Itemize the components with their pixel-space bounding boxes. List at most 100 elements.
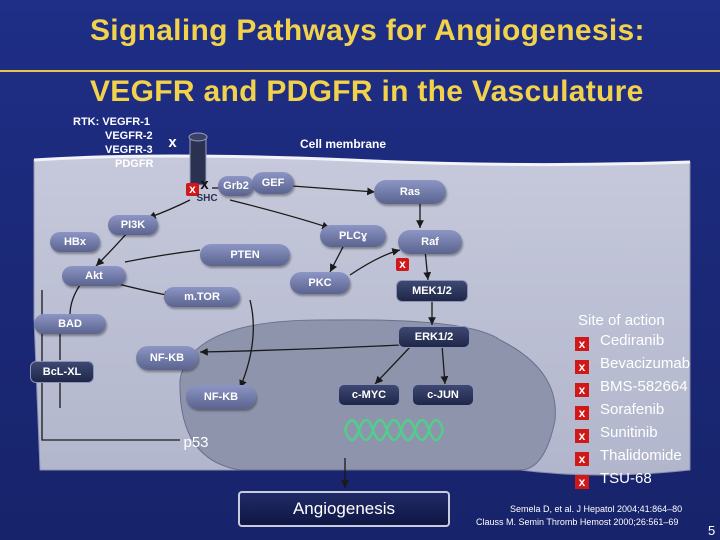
angiogenesis-label: Angiogenesis: [292, 499, 396, 518]
legend-item: x Sorafenib: [572, 401, 718, 424]
node-raf-label: Raf: [421, 236, 439, 248]
title-rule: [0, 70, 720, 72]
legend-item: x TSU-68: [572, 470, 718, 493]
node-bclxl: BcL-XL: [30, 361, 94, 383]
node-erk: ERK1/2: [398, 326, 470, 348]
angiogenesis-box: Angiogenesis: [238, 491, 450, 527]
legend-item: x BMS-582664: [572, 378, 718, 401]
legend-item: x Sunitinib: [572, 424, 718, 447]
drug-marker-icon: x: [575, 360, 589, 374]
node-cjun-label: c-JUN: [427, 389, 459, 401]
drug-marker-icon: x: [575, 383, 589, 397]
node-nfkb-cytoplasm-label: NF-ΚB: [149, 352, 185, 364]
node-gef: GEF: [252, 172, 294, 194]
node-plcg-label: PLCɣ: [338, 230, 368, 242]
receptor-label-vegfr3: VEGFR-3: [105, 144, 153, 156]
node-cmyc: c-MYC: [338, 384, 400, 406]
node-mek-label: MEK1/2: [412, 285, 452, 297]
receptor-label-rtk: RTK: VEGFR-1: [73, 116, 150, 128]
node-cmyc-label: c-MYC: [351, 389, 387, 401]
node-shc-label: SHC: [196, 192, 218, 204]
legend-drug-name: Thalidomide: [600, 447, 682, 464]
node-bclxl-label: BcL-XL: [42, 366, 82, 378]
arrow-plcg-to-pkc: [329, 242, 346, 273]
node-akt-label: Akt: [85, 270, 103, 282]
legend-item: x Thalidomide: [572, 447, 718, 470]
arrow-gef-to-ras: [291, 185, 376, 196]
slide-title-line-2: VEGFR and PDGFR in the Vasculature: [90, 75, 644, 108]
node-pkc: PKC: [290, 272, 350, 294]
legend-title: Site of action: [578, 312, 665, 329]
link-p53: [41, 290, 180, 441]
node-ras-label: Ras: [399, 186, 421, 198]
drug-marker-icon: x: [575, 429, 589, 443]
node-grb2-label: Grb2: [223, 180, 249, 192]
reference-1: Semela D, et al. J Hepatol 2004;41:864–8…: [510, 504, 683, 514]
arrow-erk-to-cjun: [440, 344, 449, 385]
arrow-erk-to-nfkb: [199, 344, 401, 356]
arrow-mtor-to-nfkb: [239, 299, 254, 389]
page-number: 5: [708, 523, 716, 538]
node-grb2: Grb2: [218, 176, 254, 196]
arrow-raf-to-mek: [423, 249, 432, 281]
legend-drug-name: Cediranib: [600, 332, 665, 349]
drug-marker-icon: x: [575, 337, 589, 351]
node-pi3k: PI3K: [108, 215, 158, 235]
legend-drug-name: Bevacizumab: [600, 355, 691, 372]
node-pi3k-label: PI3K: [120, 219, 146, 231]
node-mtor-label: m.TOR: [184, 291, 220, 303]
arrow-pkc-to-raf: [349, 248, 401, 276]
cell-membrane: [33, 154, 691, 167]
node-pkc-label: PKC: [308, 277, 332, 289]
node-shc: SHC: [192, 191, 222, 205]
node-gef-label: GEF: [261, 177, 285, 189]
node-raf: Raf: [398, 230, 462, 254]
drug-marker-raf: x: [396, 258, 409, 271]
node-bad: BAD: [34, 314, 106, 334]
receptor-label-vegfr2: VEGFR-2: [105, 130, 153, 142]
node-erk-label: ERK1/2: [414, 331, 454, 343]
arrow-pi3k-to-akt: [95, 231, 129, 267]
arrow-akt-to-bad: [69, 284, 81, 316]
drug-marker-icon: x: [575, 406, 589, 420]
node-nfkb-nucleus-label: NF-ΚB: [203, 391, 239, 403]
legend-item: x Cediranib: [572, 332, 718, 355]
node-cjun: c-JUN: [412, 384, 474, 406]
legend-drug-name: Sorafenib: [600, 401, 665, 418]
node-hbx: HBx: [50, 232, 100, 252]
membrane-label: Cell membrane: [300, 137, 387, 151]
node-nfkb-cytoplasm: NF-ΚB: [136, 346, 198, 370]
reference-2: Clauss M. Semin Thromb Hemost 2000;26:56…: [476, 517, 679, 527]
arrow-erk-to-cmyc: [374, 344, 413, 385]
node-p53: p53: [176, 428, 216, 456]
node-plcg: PLCɣ: [320, 225, 386, 247]
drug-marker-icon: x: [575, 475, 589, 489]
node-mek: MEK1/2: [396, 280, 468, 302]
dna-helix: [343, 418, 445, 442]
node-pten: PTEN: [200, 244, 290, 266]
node-hbx-label: HBx: [63, 236, 86, 248]
node-nfkb-nucleus: NF-ΚB: [186, 385, 256, 409]
node-mtor: m.TOR: [164, 287, 240, 307]
node-akt: Akt: [62, 266, 126, 286]
legend-drug-name: BMS-582664: [600, 378, 688, 395]
drug-marker-receptor: x: [186, 183, 199, 196]
legend-item: x Bevacizumab: [572, 355, 718, 378]
legend-drug-name: TSU-68: [600, 470, 652, 487]
arrow-receptor-to-plcg: [229, 199, 331, 230]
receptor-x-mark-2: x: [200, 176, 209, 193]
node-pten-label: PTEN: [230, 249, 260, 261]
drug-marker-icon: x: [575, 452, 589, 466]
node-p53-label: p53: [183, 433, 209, 451]
inhibit-pten: [124, 249, 201, 263]
slide-title-line-1: Signaling Pathways for Angiogenesis:: [90, 14, 645, 47]
node-bad-label: BAD: [58, 318, 82, 330]
receptor-label-pdgfr: PDGFR: [115, 158, 154, 170]
legend-drug-name: Sunitinib: [600, 424, 658, 441]
receptor-x-mark: x: [168, 134, 177, 151]
receptor-cap: [188, 132, 208, 142]
node-ras: Ras: [374, 180, 446, 204]
